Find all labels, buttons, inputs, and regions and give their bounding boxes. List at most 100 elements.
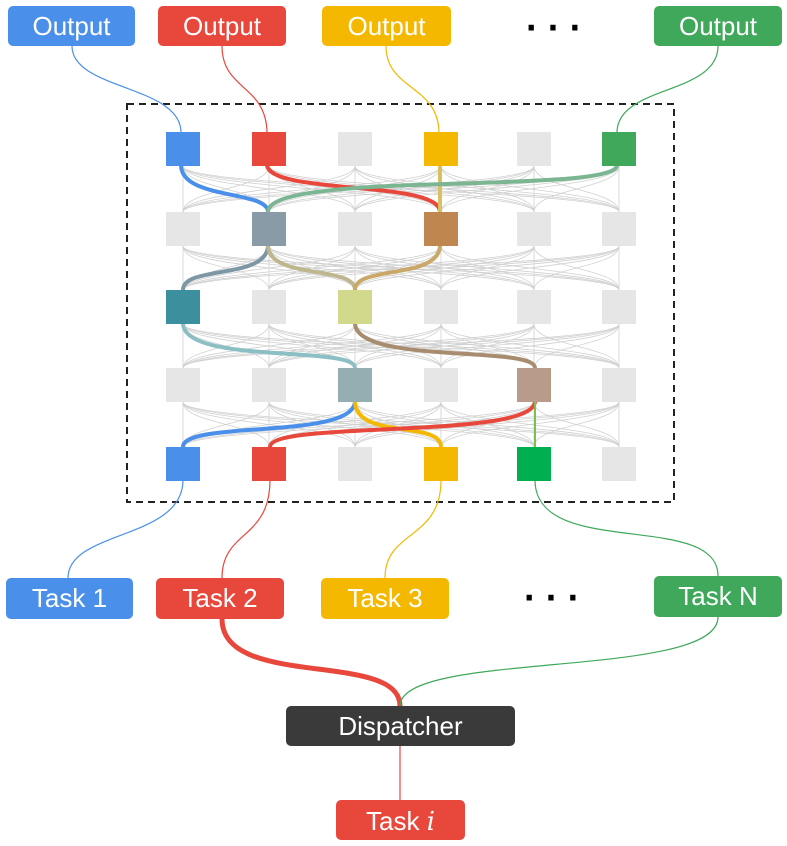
expert-node	[338, 447, 372, 481]
expert-node	[338, 132, 372, 166]
layer-connection-line	[533, 401, 620, 448]
output-label-yellow: Output	[347, 11, 426, 41]
task-label-2: Task 2	[182, 583, 257, 613]
expert-routes	[179, 163, 619, 449]
layer-connection-line	[182, 165, 620, 213]
output-boxes: Output Output Output · · · Output	[8, 6, 782, 46]
expert-node	[517, 132, 551, 166]
task-connector-red	[221, 479, 271, 579]
dispatcher-box: Dispatcher	[286, 706, 515, 746]
layer-connection-line	[354, 245, 620, 291]
expert-node	[338, 212, 372, 246]
layer-connection-line	[182, 323, 535, 369]
task-label-1: Task 1	[32, 583, 107, 613]
expert-node	[602, 368, 636, 402]
dispatcher-label: Dispatcher	[338, 711, 463, 741]
layer-connection-line	[354, 401, 620, 448]
output-label-red: Output	[183, 11, 262, 41]
layer-connection-line	[182, 323, 620, 369]
output-box-blue: Output	[8, 6, 135, 46]
outputs-ellipsis: · · ·	[525, 11, 580, 46]
expert-node-active	[252, 132, 286, 166]
output-label-blue: Output	[32, 11, 111, 41]
task-box-n: Task N	[654, 576, 782, 617]
task-connector-blue	[67, 479, 184, 579]
layer-connection-line	[182, 401, 620, 448]
dispatcher-connectors	[219, 616, 719, 800]
route-green-top	[266, 163, 619, 214]
layer-connection-line	[182, 323, 356, 369]
task-i-box: Task i	[336, 800, 465, 840]
task-box-3-bg	[321, 578, 449, 619]
layer-connection-line	[354, 323, 620, 369]
route-blue-top	[179, 163, 270, 214]
layer-connection-line	[182, 245, 535, 291]
task-label-n: Task N	[678, 581, 757, 611]
task-box-3: Task 3	[321, 578, 449, 619]
expert-node-active	[252, 212, 286, 246]
layer-connection-line	[533, 165, 620, 213]
layer-connection-line	[182, 165, 270, 213]
expert-node	[252, 368, 286, 402]
task-connectors	[67, 479, 719, 579]
layer-connection-line	[182, 165, 356, 213]
task-i-label: Task i	[366, 806, 435, 837]
task-i-label-prefix: Task	[366, 806, 427, 836]
expert-node	[424, 368, 458, 402]
output-connector-blue	[71, 45, 182, 133]
layer-connection-line	[182, 401, 535, 448]
task-box-2: Task 2	[156, 578, 284, 619]
expert-node-active	[166, 132, 200, 166]
expert-node-active	[166, 290, 200, 324]
output-connector-yellow	[385, 45, 440, 133]
expert-node-active	[338, 368, 372, 402]
output-box-blue-bg	[8, 6, 135, 46]
expert-node	[517, 290, 551, 324]
expert-node-active	[517, 447, 551, 481]
expert-node-active	[252, 447, 286, 481]
output-connector-green	[616, 45, 719, 133]
expert-node	[517, 212, 551, 246]
output-label-green: Output	[679, 11, 758, 41]
layer-connection-line	[268, 323, 620, 369]
task-boxes: Task 1 Task 2 Task 3 · · · Task N	[6, 576, 782, 619]
expert-node	[602, 447, 636, 481]
expert-node-active	[517, 368, 551, 402]
dispatcher-bg	[286, 706, 515, 746]
output-connector-red	[221, 45, 268, 133]
task-connector-yellow	[384, 479, 442, 579]
route-slate	[181, 243, 270, 292]
task-box-2-bg	[156, 578, 284, 619]
route-olive-left	[266, 243, 357, 292]
expert-grid	[166, 132, 636, 481]
layer-connection-line	[182, 165, 442, 213]
expert-node-active	[166, 447, 200, 481]
layer-connection-line	[533, 245, 620, 291]
route-brown	[353, 321, 537, 370]
dispatcher-connector-green	[399, 616, 719, 707]
task-connector-green	[534, 479, 719, 577]
dispatcher-connector-red	[219, 618, 403, 707]
expert-node-active	[424, 132, 458, 166]
route-teal	[181, 321, 357, 370]
layer-connection-line	[182, 245, 356, 291]
expert-node	[166, 212, 200, 246]
expert-node	[166, 368, 200, 402]
layer-connection-line	[182, 323, 442, 369]
task-box-1: Task 1	[6, 578, 133, 619]
layer-connection-line	[440, 401, 620, 448]
expert-node-active	[338, 290, 372, 324]
route-red-bottom	[268, 399, 537, 449]
layer-connection-line	[268, 245, 620, 291]
layer-connection-line	[182, 245, 442, 291]
expert-node	[424, 290, 458, 324]
layer-connections	[182, 165, 620, 448]
task-i-bg	[336, 800, 465, 840]
output-box-red: Output	[158, 6, 286, 46]
task-box-n-bg	[654, 576, 782, 617]
task-i-label-var: i	[427, 807, 435, 837]
output-box-red-bg	[158, 6, 286, 46]
expert-node-active	[424, 447, 458, 481]
layer-connection-line	[440, 245, 620, 291]
layer-connection-line	[533, 323, 620, 369]
